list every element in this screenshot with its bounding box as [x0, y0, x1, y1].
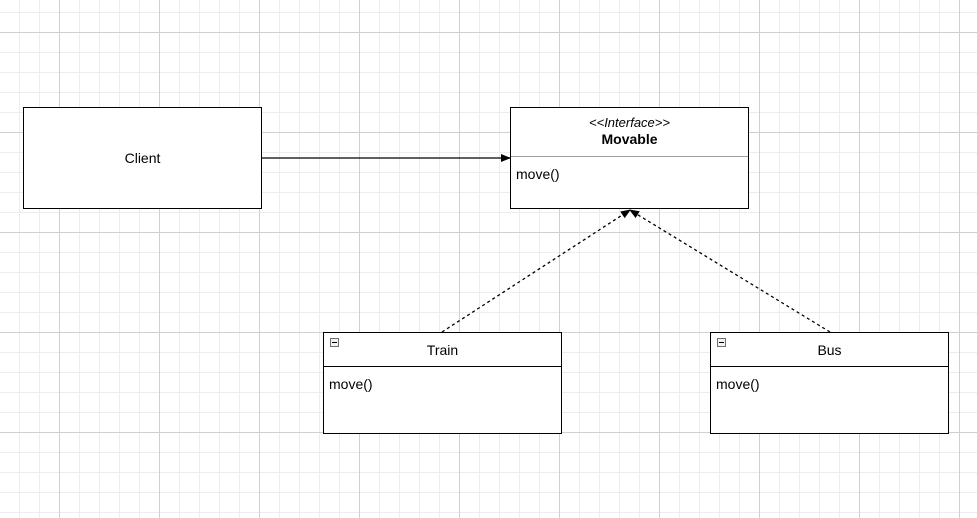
client-box[interactable]: Client — [23, 107, 262, 209]
realization-bus-movable[interactable] — [629, 209, 831, 333]
collapse-icon[interactable] — [330, 338, 339, 347]
interface-operation: move() — [516, 166, 560, 182]
bus-class-header: Bus — [711, 333, 948, 367]
bus-class-box[interactable]: Bus move() — [710, 332, 949, 434]
interface-name: Movable — [601, 131, 658, 147]
train-class-box[interactable]: Train move() — [323, 332, 562, 434]
bus-operation: move() — [716, 376, 760, 392]
realization-train-movable[interactable] — [441, 209, 631, 333]
interface-stereotype: <<Interface>> — [589, 115, 670, 130]
train-class-name: Train — [426, 341, 459, 358]
collapse-icon[interactable] — [717, 338, 726, 347]
movable-interface-box[interactable]: <<Interface>> Movable move() — [510, 107, 749, 209]
bus-class-name: Bus — [817, 341, 842, 358]
interface-header: <<Interface>> Movable — [511, 108, 748, 157]
train-class-header: Train — [324, 333, 561, 367]
client-label: Client — [124, 150, 161, 166]
train-operation: move() — [329, 376, 373, 392]
